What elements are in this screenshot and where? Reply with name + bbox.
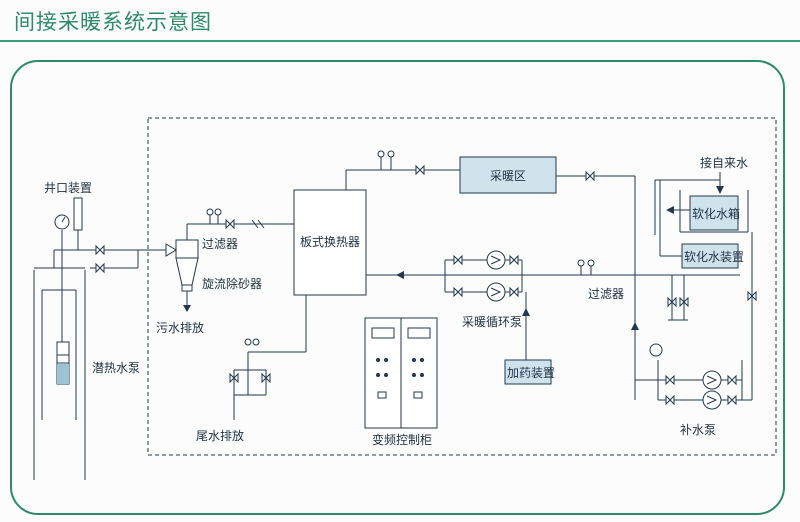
- vfd-cabinet: [364, 317, 438, 429]
- softener-box: [681, 243, 739, 269]
- flow-arrow-icon: [396, 271, 404, 279]
- plate-heat-exchanger: [293, 189, 367, 296]
- label-plate-hx: 板式换热器: [300, 235, 360, 249]
- circulation-pump-icon: [453, 250, 519, 302]
- well-assembly: [33, 197, 170, 480]
- tank-arrow-icon: [666, 206, 674, 214]
- makeup-valve-icon: [747, 290, 757, 302]
- hz-valve-icon: [377, 150, 425, 176]
- label-soft-tank: 软化水箱: [692, 206, 740, 221]
- label-cyclone: 旋流除砂器: [202, 276, 262, 291]
- label-makeup-pump: 补水泵: [680, 423, 716, 437]
- drain-valve-icon: [667, 275, 689, 321]
- label-strainer1: 过滤器: [202, 237, 238, 251]
- label-heating-zone: 采暖区: [490, 169, 526, 183]
- label-sewage: 污水排放: [156, 320, 204, 335]
- dosing-box: [504, 359, 552, 385]
- label-vfd: 变频控制柜: [372, 432, 432, 447]
- strainer-valve-icon: [206, 208, 265, 230]
- label-strainer2: 过滤器: [588, 287, 624, 301]
- well-valve-icon: [95, 244, 105, 274]
- label-softener: 软化水装置: [684, 250, 744, 264]
- heating-zone-box: [459, 156, 557, 194]
- label-tap-water: 接自来水: [700, 155, 748, 170]
- strainer2-valve-icon: [577, 259, 595, 275]
- label-submersible-pump: 潜热水泵: [92, 361, 140, 375]
- dosing-arrow-icon: [522, 308, 530, 316]
- makeup-arrow-icon: [631, 322, 639, 330]
- diagram-frame: [10, 60, 785, 515]
- title-rule: [0, 40, 800, 42]
- label-tail-water: 尾水排放: [196, 428, 244, 443]
- well-pressure-gauge-icon: [54, 214, 70, 230]
- soft-tank-box: [689, 195, 739, 231]
- makeup-pump-icon: [649, 343, 737, 410]
- tap-arrow-icon: [716, 186, 724, 194]
- label-dosing: 加药装置: [507, 366, 555, 380]
- label-well-device: 井口装置: [44, 181, 92, 195]
- return-valve-icon: [585, 170, 595, 182]
- label-circ-pump: 采暖循环泵: [462, 315, 522, 329]
- page-title: 间接采暖系统示意图: [14, 10, 212, 34]
- cyclone-separator-icon: [165, 239, 199, 312]
- tail-valve-icon: [229, 338, 271, 384]
